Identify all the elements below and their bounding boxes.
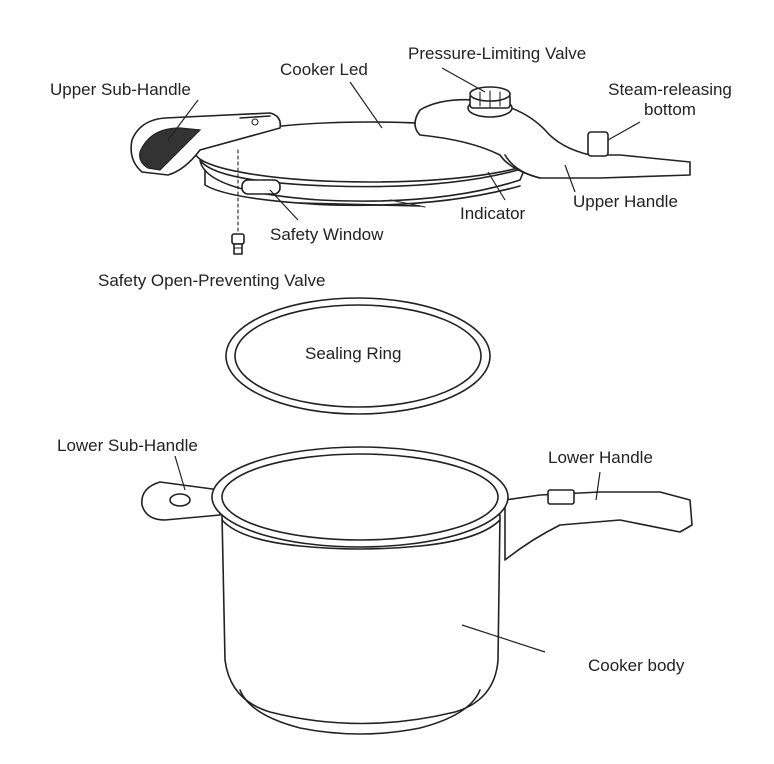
- label-steam-releasing-line2: bottom: [644, 100, 696, 119]
- cooker-body-part: [141, 446, 693, 735]
- label-sealing-ring: Sealing Ring: [305, 344, 402, 363]
- label-cooker-body: Cooker body: [588, 656, 685, 675]
- label-steam-releasing-bottom: Steam-releasing bottom: [600, 80, 740, 120]
- leader-lines: [167, 67, 641, 653]
- label-upper-sub-handle: Upper Sub-Handle: [50, 80, 191, 99]
- label-safety-window: Safety Window: [270, 225, 384, 244]
- label-upper-handle: Upper Handle: [573, 192, 678, 211]
- label-lower-handle: Lower Handle: [548, 448, 653, 467]
- pressure-limiting-valve-part: [467, 86, 513, 118]
- label-lower-sub-handle: Lower Sub-Handle: [57, 436, 198, 455]
- safety-valve-part: [231, 233, 245, 255]
- label-indicator: Indicator: [460, 204, 526, 223]
- label-cooker-lid: Cooker Led: [280, 60, 368, 79]
- upper-sub-handle-part: [130, 112, 282, 176]
- label-safety-open-preventing-valve: Safety Open-Preventing Valve: [98, 271, 326, 290]
- label-steam-releasing-line1: Steam-releasing: [608, 80, 732, 99]
- label-pressure-limiting-valve: Pressure-Limiting Valve: [408, 44, 587, 63]
- sealing-ring-part: [225, 297, 491, 415]
